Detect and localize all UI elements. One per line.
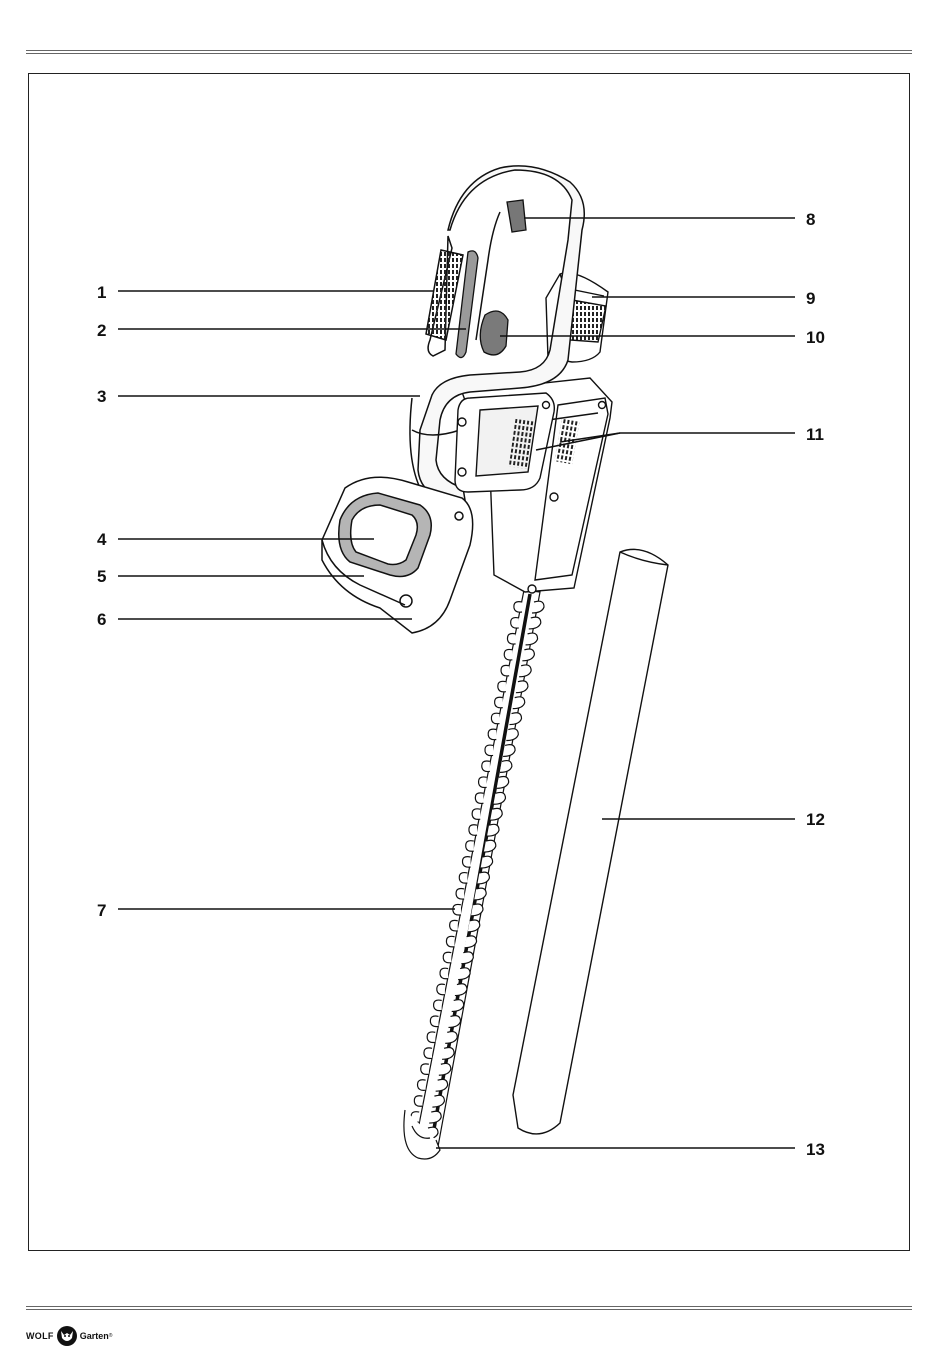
- callout-9: 9: [806, 289, 815, 308]
- callout-5: 5: [97, 567, 106, 586]
- blade-tooth-left: [482, 761, 490, 772]
- callout-2: 2: [97, 321, 106, 340]
- registered-mark: ®: [109, 1333, 113, 1339]
- front-handle: [322, 477, 473, 633]
- blade-tooth-left: [495, 697, 503, 708]
- blade-tooth-left: [418, 1080, 426, 1091]
- callout-4: 4: [97, 530, 107, 549]
- callout-7: 7: [97, 901, 106, 920]
- blade-tooth-left: [427, 1032, 435, 1043]
- blade-tooth-left: [437, 984, 445, 995]
- callout-6: 6: [97, 610, 106, 629]
- blade-tooth-left: [511, 618, 519, 629]
- callout-12: 12: [806, 810, 825, 829]
- blade-tooth-left: [443, 952, 451, 963]
- switch-lever: [456, 200, 526, 358]
- callout-13: 13: [806, 1140, 825, 1159]
- blade-tooth-left: [475, 793, 483, 804]
- bottom-rule-1: [26, 1306, 912, 1307]
- brand-footer: WOLF Garten ®: [26, 1322, 112, 1350]
- blade-tooth-left: [466, 841, 474, 852]
- callout-8: 8: [806, 210, 815, 229]
- callout-10: 10: [806, 328, 825, 347]
- blade-teeth-left: [408, 602, 522, 1139]
- blade-tooth-left: [446, 936, 454, 947]
- blade-tooth-left: [450, 920, 458, 931]
- blade-tooth-left: [456, 889, 464, 900]
- blade-tooth-left: [424, 1048, 432, 1059]
- blade-tooth-left: [507, 633, 515, 644]
- bottom-rule-2: [26, 1309, 912, 1310]
- blade-tooth-left: [498, 681, 506, 692]
- blade-tooth-left: [414, 1096, 422, 1107]
- blade-tooth-left: [488, 729, 496, 740]
- blade-tooth-left: [434, 1000, 442, 1011]
- blade-tooth-left: [440, 968, 448, 979]
- callout-11: 11: [806, 425, 824, 444]
- blade-tooth-left: [501, 665, 509, 676]
- blade-tooth-left: [430, 1016, 438, 1027]
- blade-tooth-left: [514, 602, 522, 613]
- blade-tooth-left: [421, 1064, 429, 1075]
- callout-1: 1: [97, 283, 106, 302]
- blade-tooth-left: [491, 713, 499, 724]
- blade-tooth-left: [504, 649, 512, 660]
- blade-tooth-left: [469, 825, 477, 836]
- blade-tooth-left: [479, 777, 487, 788]
- brand-wolf-text: WOLF: [26, 1331, 54, 1341]
- wolf-head-icon: [56, 1325, 78, 1347]
- blade-tooth-left: [472, 809, 480, 820]
- brand-garten-text: Garten: [80, 1331, 109, 1341]
- blade-tooth-left: [459, 873, 467, 884]
- callout-3: 3: [97, 387, 106, 406]
- blade-tooth-left: [463, 857, 471, 868]
- blade-tooth-left: [485, 745, 493, 756]
